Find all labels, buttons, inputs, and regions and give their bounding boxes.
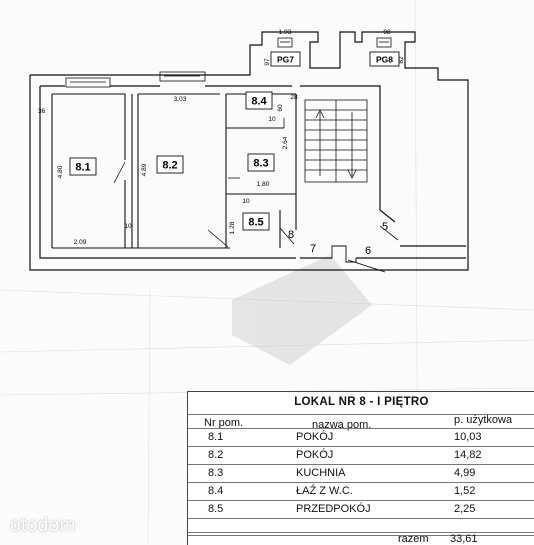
interior-walls [51,93,297,249]
total-value: 33,61 [450,533,478,545]
area-table: LOKAL NR 8 - I PIĘTRO Nr pom. nazwa pom.… [187,391,534,545]
dim-28: 28 [290,94,298,101]
room-label-box-8-4 [245,91,273,110]
dim-98: 98 [383,29,391,36]
table-cell-name: ŁAŹ Z W.C. [296,485,353,497]
header-name: nazwa pom. [312,419,372,431]
table-cell-area: 10,03 [454,431,482,443]
table-cell-area: 1,52 [454,485,476,497]
dim-2-09: 2.09 [74,239,87,246]
room-label-8-4: 8.4 [251,96,267,108]
landing-steps [331,245,386,273]
windows [65,71,206,88]
table-cell-name: PRZEDPOKÓJ [296,503,371,515]
otodom-logo: otodom [10,515,76,536]
dim-10-c: 10 [268,116,276,123]
header-area: p. użytkowa [454,414,513,426]
staircase [304,99,368,183]
table-cell-nr: 8.4 [208,485,224,497]
room-label-box-8-5 [242,212,270,231]
header-nr: Nr pom. [204,417,244,429]
table-cell-area: 4,99 [454,467,476,479]
dim-10-a: 10 [124,223,132,230]
dim-4-80: 4.80 [57,165,64,178]
table-cell-nr: 8.2 [208,449,224,461]
stair-label-pg7: PG7 [277,55,294,65]
stair-label-box-pg8 [369,51,400,67]
table-cell-area: 2,25 [454,503,476,515]
exterior-walls [29,31,469,271]
table-cell-name: POKÓJ [296,449,334,461]
table-cell-name: POKÓJ [296,431,334,443]
dim-4-89: 4.89 [141,163,148,176]
neighbor-number-5: 5 [382,221,388,233]
room-label-8-1: 8.1 [75,162,90,174]
table-cell-nr: 8.3 [208,467,224,479]
table-cell-nr: 8.1 [208,431,224,443]
dim-97: 97 [264,58,271,66]
doors [113,118,399,248]
dim-1-80: 1.80 [257,181,270,188]
stair-label-pg8: PG8 [376,55,393,65]
dimension-labels: 36 3.03 4.80 4.89 10 2.09 1.28 2.64 1.80… [38,29,405,246]
room-labels: 8.1 8.2 8.3 8.4 8.5 PG7 PG8 [69,37,400,231]
dim-1-28: 1.28 [229,221,236,234]
dim-3-03: 3.03 [174,96,187,103]
table-title: LOKAL NR 8 - I PIĘTRO [294,396,429,408]
room-label-8-5: 8.5 [248,217,263,229]
dim-1-03: 1.03 [279,29,292,36]
table-cell-name: KUCHNIA [296,467,346,479]
dim-60: 60 [277,104,284,112]
room-label-box-8-1 [69,157,97,176]
neighbor-number-6: 6 [365,245,371,257]
total-label: razem [398,533,429,545]
room-label-box-8-2 [156,155,184,174]
room-label-8-2: 8.2 [162,160,177,172]
table-cell-area: 14,82 [454,449,482,461]
neighbor-number-7: 7 [310,243,316,255]
room-label-8-3: 8.3 [253,158,268,170]
dim-82: 82 [398,56,405,64]
stair-label-box-pg7 [270,51,301,67]
dim-10-b: 10 [242,198,250,205]
room-label-box-8-3 [247,153,275,172]
watermark-shape [232,255,372,365]
dim-2-64: 2.64 [282,136,289,149]
dim-36: 36 [38,108,46,115]
table-cell-nr: 8.5 [208,503,224,515]
neighbor-number-8: 8 [288,229,294,241]
neighbor-numbers: 5 6 7 8 [288,221,388,257]
